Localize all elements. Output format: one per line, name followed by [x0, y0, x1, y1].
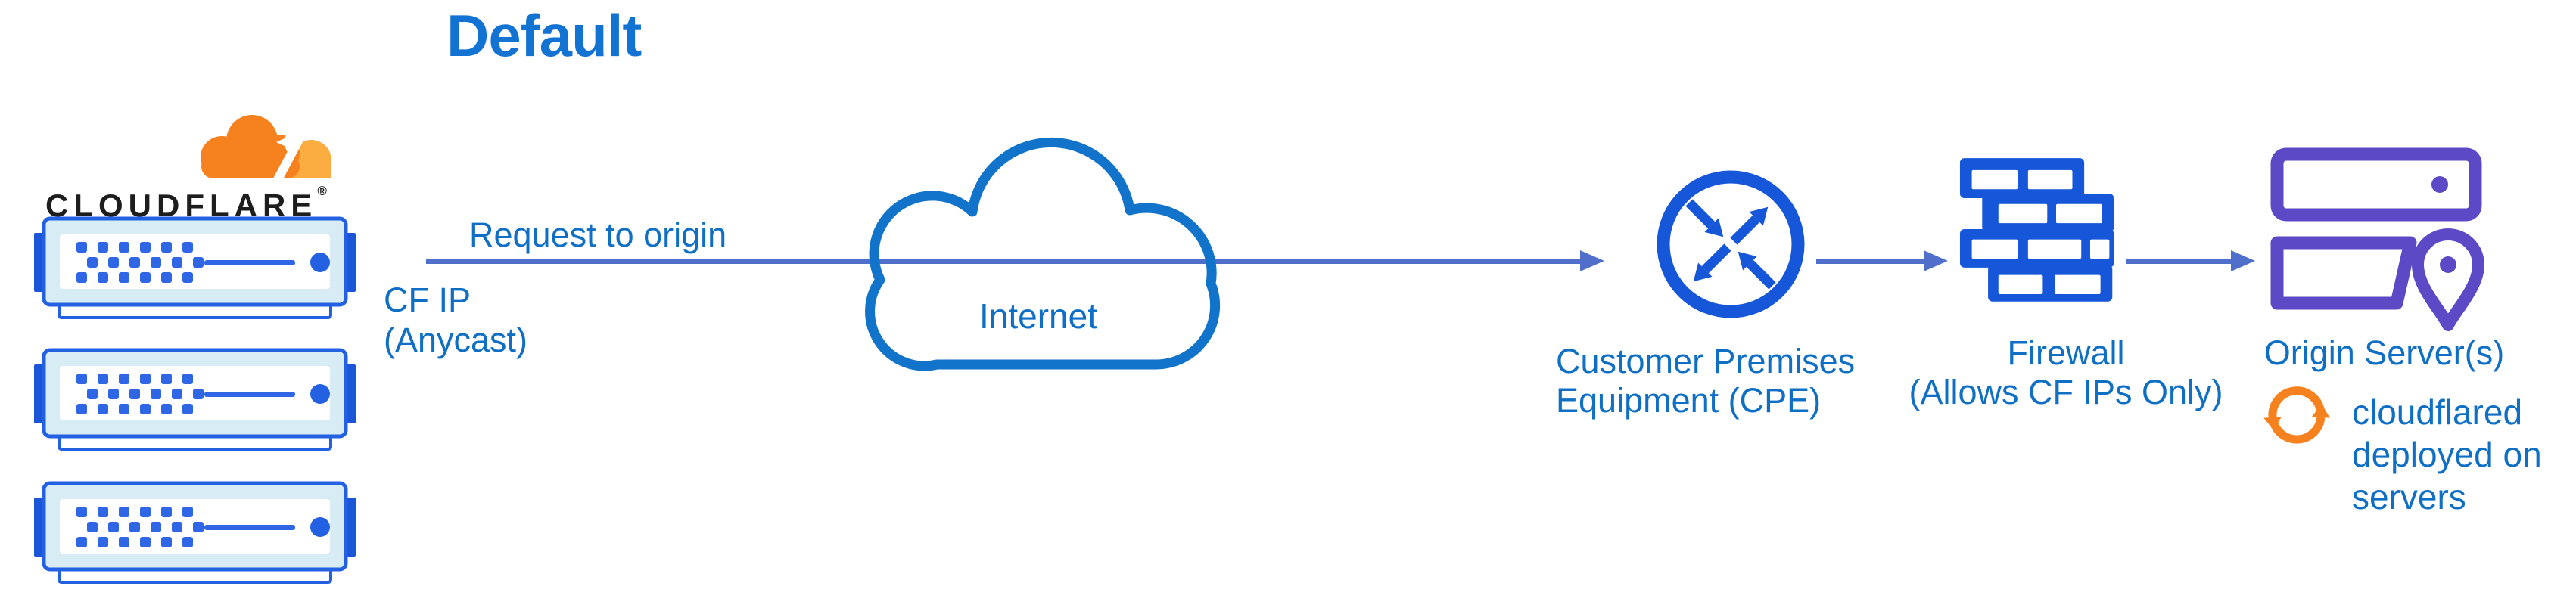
internet-cloud-icon: Internet [835, 113, 1266, 371]
firewall-to-origin-arrow-line [2126, 259, 2232, 264]
cloudflared-note-line2: deployed on [2352, 435, 2542, 474]
cpe-to-firewall-arrow-head [1924, 250, 1948, 271]
firewall-label: Firewall(Allows CF IPs Only) [1869, 333, 2263, 412]
request-arrow-line [426, 259, 1582, 264]
page-title: Default [446, 2, 642, 69]
cloudflare-logo-cloud-icon [180, 110, 335, 184]
cpe-label-line2: Equipment (CPE) [1556, 381, 1822, 420]
cpe-label-line1: Customer Premises [1556, 342, 1856, 380]
sync-icon [2259, 382, 2335, 450]
internet-label: Internet [979, 296, 1097, 336]
firewall-to-origin-arrow-head [2231, 250, 2255, 271]
cpe-router-icon [1655, 169, 1806, 320]
request-to-origin-label: Request to origin [469, 216, 727, 254]
cf-ip-line1: CF IP [384, 281, 471, 319]
request-arrow-head [1580, 250, 1604, 271]
edge-server-icon [34, 481, 356, 584]
edge-server-icon [34, 216, 356, 319]
origin-servers-label: Origin Server(s) [2263, 333, 2505, 372]
edge-server-icon [34, 348, 356, 451]
cf-ip-line2: (Anycast) [384, 321, 528, 359]
cloudflared-note-line3: servers [2352, 477, 2466, 516]
firewall-icon [1958, 155, 2121, 303]
firewall-label-line1: Firewall [2007, 333, 2125, 372]
cloudflared-note-line1: cloudflared [2352, 392, 2523, 432]
cpe-to-firewall-arrow-line [1816, 259, 1925, 264]
registered-mark: ® [317, 184, 327, 198]
origin-servers-icon [2270, 147, 2490, 333]
cf-ip-anycast-label: CF IP(Anycast) [384, 280, 527, 360]
firewall-label-line2: (Allows CF IPs Only) [1909, 373, 2223, 411]
